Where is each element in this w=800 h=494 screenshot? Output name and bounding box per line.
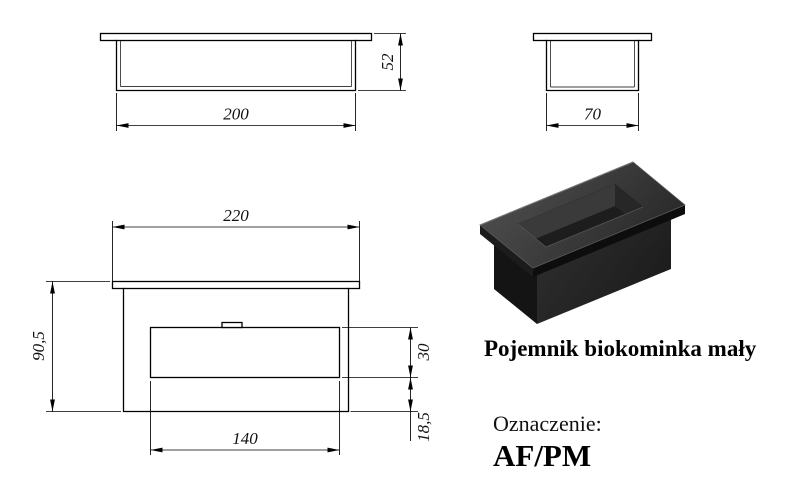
iso-flange-left-edge [480, 225, 533, 277]
dim-label-side-width: 70 [584, 105, 602, 124]
side-body-inner-wall-lines [550, 40, 635, 88]
iso-slot-rim-highlight [517, 206, 644, 248]
section-body-outline [122, 287, 350, 413]
iso-body-left-face [494, 234, 537, 324]
dim-label-section-total-height: 90,5 [29, 331, 48, 361]
dimension-section-bottom-offset: 18,5 [350, 377, 433, 442]
iso-flange-highlight-edge [479, 161, 634, 226]
section-burner-box-outline [149, 326, 341, 379]
side-flange-outline [532, 32, 653, 42]
dim-label-section-burner-height: 30 [414, 343, 433, 362]
side-view-drawing: 70 [532, 32, 653, 131]
section-view-drawing: 220 90,5 30 18,5 [29, 206, 433, 455]
front-body-outline [115, 39, 357, 92]
front-flange-outline [99, 32, 373, 42]
dim-label-section-bottom-offset: 18,5 [414, 412, 433, 442]
dimension-side-width: 70 [546, 93, 639, 131]
iso-flange-front-edge [533, 205, 685, 277]
dimension-section-burner-width: 140 [150, 381, 340, 455]
dimension-front-width: 200 [116, 93, 356, 131]
isometric-render [479, 161, 686, 324]
iso-body-front-face [537, 214, 671, 324]
section-filler-tab [221, 321, 243, 329]
designation-label: Oznaczenie: [493, 411, 602, 436]
side-body-outline [545, 39, 640, 92]
dim-label-section-burner-width: 140 [232, 429, 258, 448]
dimension-section-total-height: 90,5 [29, 281, 121, 412]
iso-slot-back-wall [518, 184, 615, 246]
dim-label-section-flange-width: 220 [223, 206, 249, 225]
dim-label-front-width: 200 [223, 105, 249, 124]
front-body-inner-wall-lines [120, 40, 352, 87]
front-view-drawing: 52 200 [99, 32, 406, 131]
dimension-front-height: 52 [358, 33, 406, 91]
section-flange-outline [111, 280, 361, 290]
designation-code: AF/PM [493, 438, 592, 473]
dim-label-front-height: 52 [378, 53, 397, 71]
dimension-section-flange-width: 220 [112, 206, 360, 281]
dimension-section-burner-height: 30 [342, 327, 433, 378]
product-name: Pojemnik biokominka mały [484, 336, 757, 361]
